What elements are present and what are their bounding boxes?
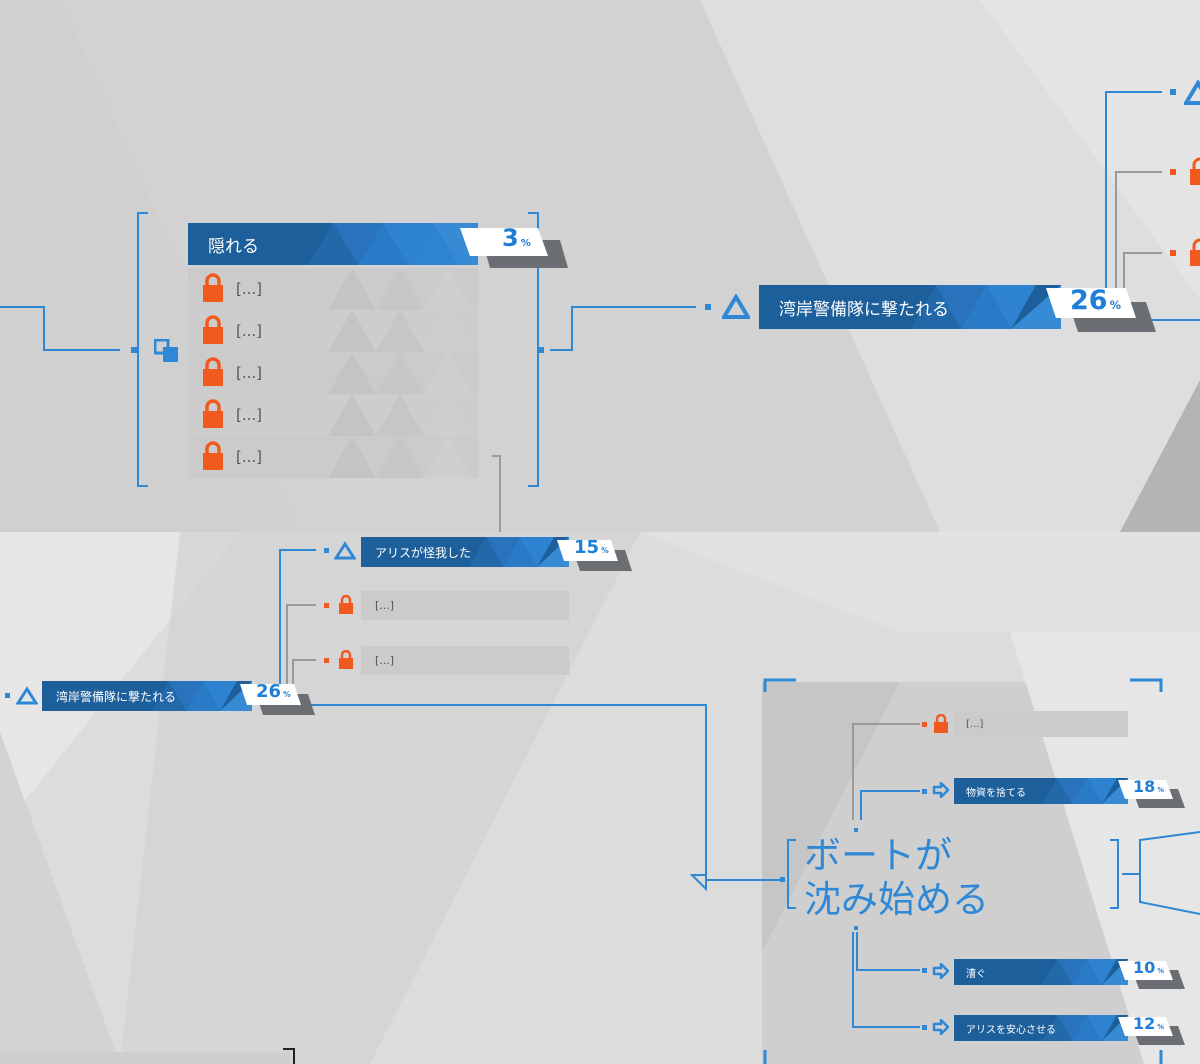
locked-label: [...] <box>375 654 395 667</box>
locked-node[interactable]: [...] <box>188 268 478 310</box>
percent-plate <box>240 684 315 715</box>
stacked-squares-icon <box>154 339 178 362</box>
triangle-pattern <box>152 681 252 711</box>
branch-node[interactable]: 漕ぐ <box>954 959 1128 985</box>
connector-lines-top <box>0 89 1200 532</box>
arrow-right-icon <box>932 782 950 798</box>
lock-icon <box>1190 238 1200 266</box>
lock-icon <box>203 273 223 302</box>
triangle-outline-icon <box>1184 80 1200 105</box>
locked-node[interactable]: [...] <box>188 352 478 394</box>
percent-plate <box>1118 961 1185 989</box>
branch-node[interactable]: アリスを安心させる <box>954 1015 1128 1041</box>
branch-percent: 12% <box>1133 1014 1164 1033</box>
branch-percent: 18% <box>1133 777 1164 796</box>
triangle-pattern <box>328 394 472 436</box>
percent-value: 26 <box>1070 285 1108 316</box>
triangle-pattern <box>328 352 472 394</box>
percent-plate <box>1118 780 1185 808</box>
flowchart-panel-top: 隠れる 3% [...] [...] <box>0 0 1200 532</box>
triangle-pattern <box>328 310 472 352</box>
lock-icon <box>203 399 223 428</box>
percent-sign: % <box>283 690 291 699</box>
triangle-outline-icon <box>16 686 38 705</box>
percent-value: 3 <box>502 224 519 252</box>
focus-node-boat-sinking[interactable]: ボートが 沈み始める <box>804 834 989 922</box>
locked-node[interactable]: [...] <box>188 394 478 436</box>
locked-node[interactable]: [...] <box>361 591 569 620</box>
percent-value: 15 <box>574 537 600 558</box>
percent-sign: % <box>1157 786 1164 794</box>
node-shot-by-coast-guard-small[interactable]: 湾岸警備隊に撃たれる <box>42 681 252 711</box>
branch-node[interactable]: 物資を捨てる <box>954 778 1128 804</box>
triangle-pattern <box>469 537 569 567</box>
node-title: 物資を捨てる <box>966 787 1026 799</box>
locked-label: [...] <box>375 599 395 612</box>
triangle-pattern <box>308 223 478 265</box>
lock-icon <box>203 357 223 386</box>
focus-title-line1: ボートが <box>804 834 952 877</box>
branch-percent: 10% <box>1133 958 1164 977</box>
node-left-percent: 26% <box>256 681 291 702</box>
locked-node[interactable]: [...] <box>188 436 478 478</box>
node-title: 湾岸警備隊に撃たれる <box>779 299 949 320</box>
percent-sign: % <box>520 238 531 249</box>
lock-icon <box>1190 157 1200 185</box>
node-title: 漕ぐ <box>966 968 986 980</box>
locked-label: [...] <box>236 448 263 466</box>
percent-plate <box>557 540 632 571</box>
locked-node[interactable]: [...] <box>361 646 569 675</box>
percent-value: 12 <box>1133 1014 1156 1033</box>
triangle-outline-icon <box>722 294 750 319</box>
triangle-pattern <box>328 436 472 478</box>
lock-icon <box>934 714 948 733</box>
percent-value: 18 <box>1133 777 1156 796</box>
percent-value: 10 <box>1133 958 1156 977</box>
node-shot-percent: 26% <box>1070 285 1121 316</box>
node-title: 隠れる <box>208 236 259 257</box>
focus-title-line2: 沈み始める <box>804 878 989 921</box>
triangle-pattern <box>1042 1015 1128 1041</box>
percent-plate <box>460 228 568 268</box>
node-title: アリスを安心させる <box>966 1024 1056 1036</box>
percent-sign: % <box>1157 967 1164 975</box>
locked-label: [...] <box>236 322 263 340</box>
locked-label: [...] <box>236 364 263 382</box>
triangle-pattern <box>911 285 1061 329</box>
triangle-pattern <box>1042 959 1128 985</box>
node-shot-by-coast-guard[interactable]: 湾岸警備隊に撃たれる <box>759 285 1061 329</box>
arrow-right-icon <box>932 963 950 979</box>
lock-icon <box>339 595 353 614</box>
percent-sign: % <box>601 546 609 555</box>
node-title: アリスが怪我した <box>375 545 472 560</box>
locked-node[interactable]: [...] <box>954 711 1128 737</box>
percent-sign: % <box>1157 1023 1164 1031</box>
connector-lines-bottom <box>5 548 1200 1064</box>
percent-value: 26 <box>256 681 282 702</box>
node-alice-hurt[interactable]: アリスが怪我した <box>361 537 569 567</box>
node-hide[interactable]: 隠れる <box>188 223 478 265</box>
percent-plate <box>1046 288 1156 332</box>
triangle-pattern <box>1042 778 1128 804</box>
lock-icon <box>203 315 223 344</box>
locked-label: [...] <box>236 406 263 424</box>
locked-label: [...] <box>236 280 263 298</box>
node-title: 湾岸警備隊に撃たれる <box>56 689 177 704</box>
arrow-right-icon <box>932 1019 950 1035</box>
node-hide-percent: 3% <box>502 224 531 252</box>
node-alice-hurt-percent: 15% <box>574 537 609 558</box>
percent-sign: % <box>1109 298 1121 312</box>
percent-plate <box>1118 1017 1185 1045</box>
triangle-outline-icon <box>334 541 356 560</box>
locked-label: [...] <box>966 718 984 730</box>
locked-node[interactable]: [...] <box>188 310 478 352</box>
flowchart-panel-bottom: 湾岸警備隊に撃たれる 26% アリスが怪我した 15% [...] [... <box>0 532 1200 1064</box>
lock-icon <box>203 441 223 470</box>
lock-icon <box>339 650 353 669</box>
triangle-pattern <box>328 268 472 310</box>
